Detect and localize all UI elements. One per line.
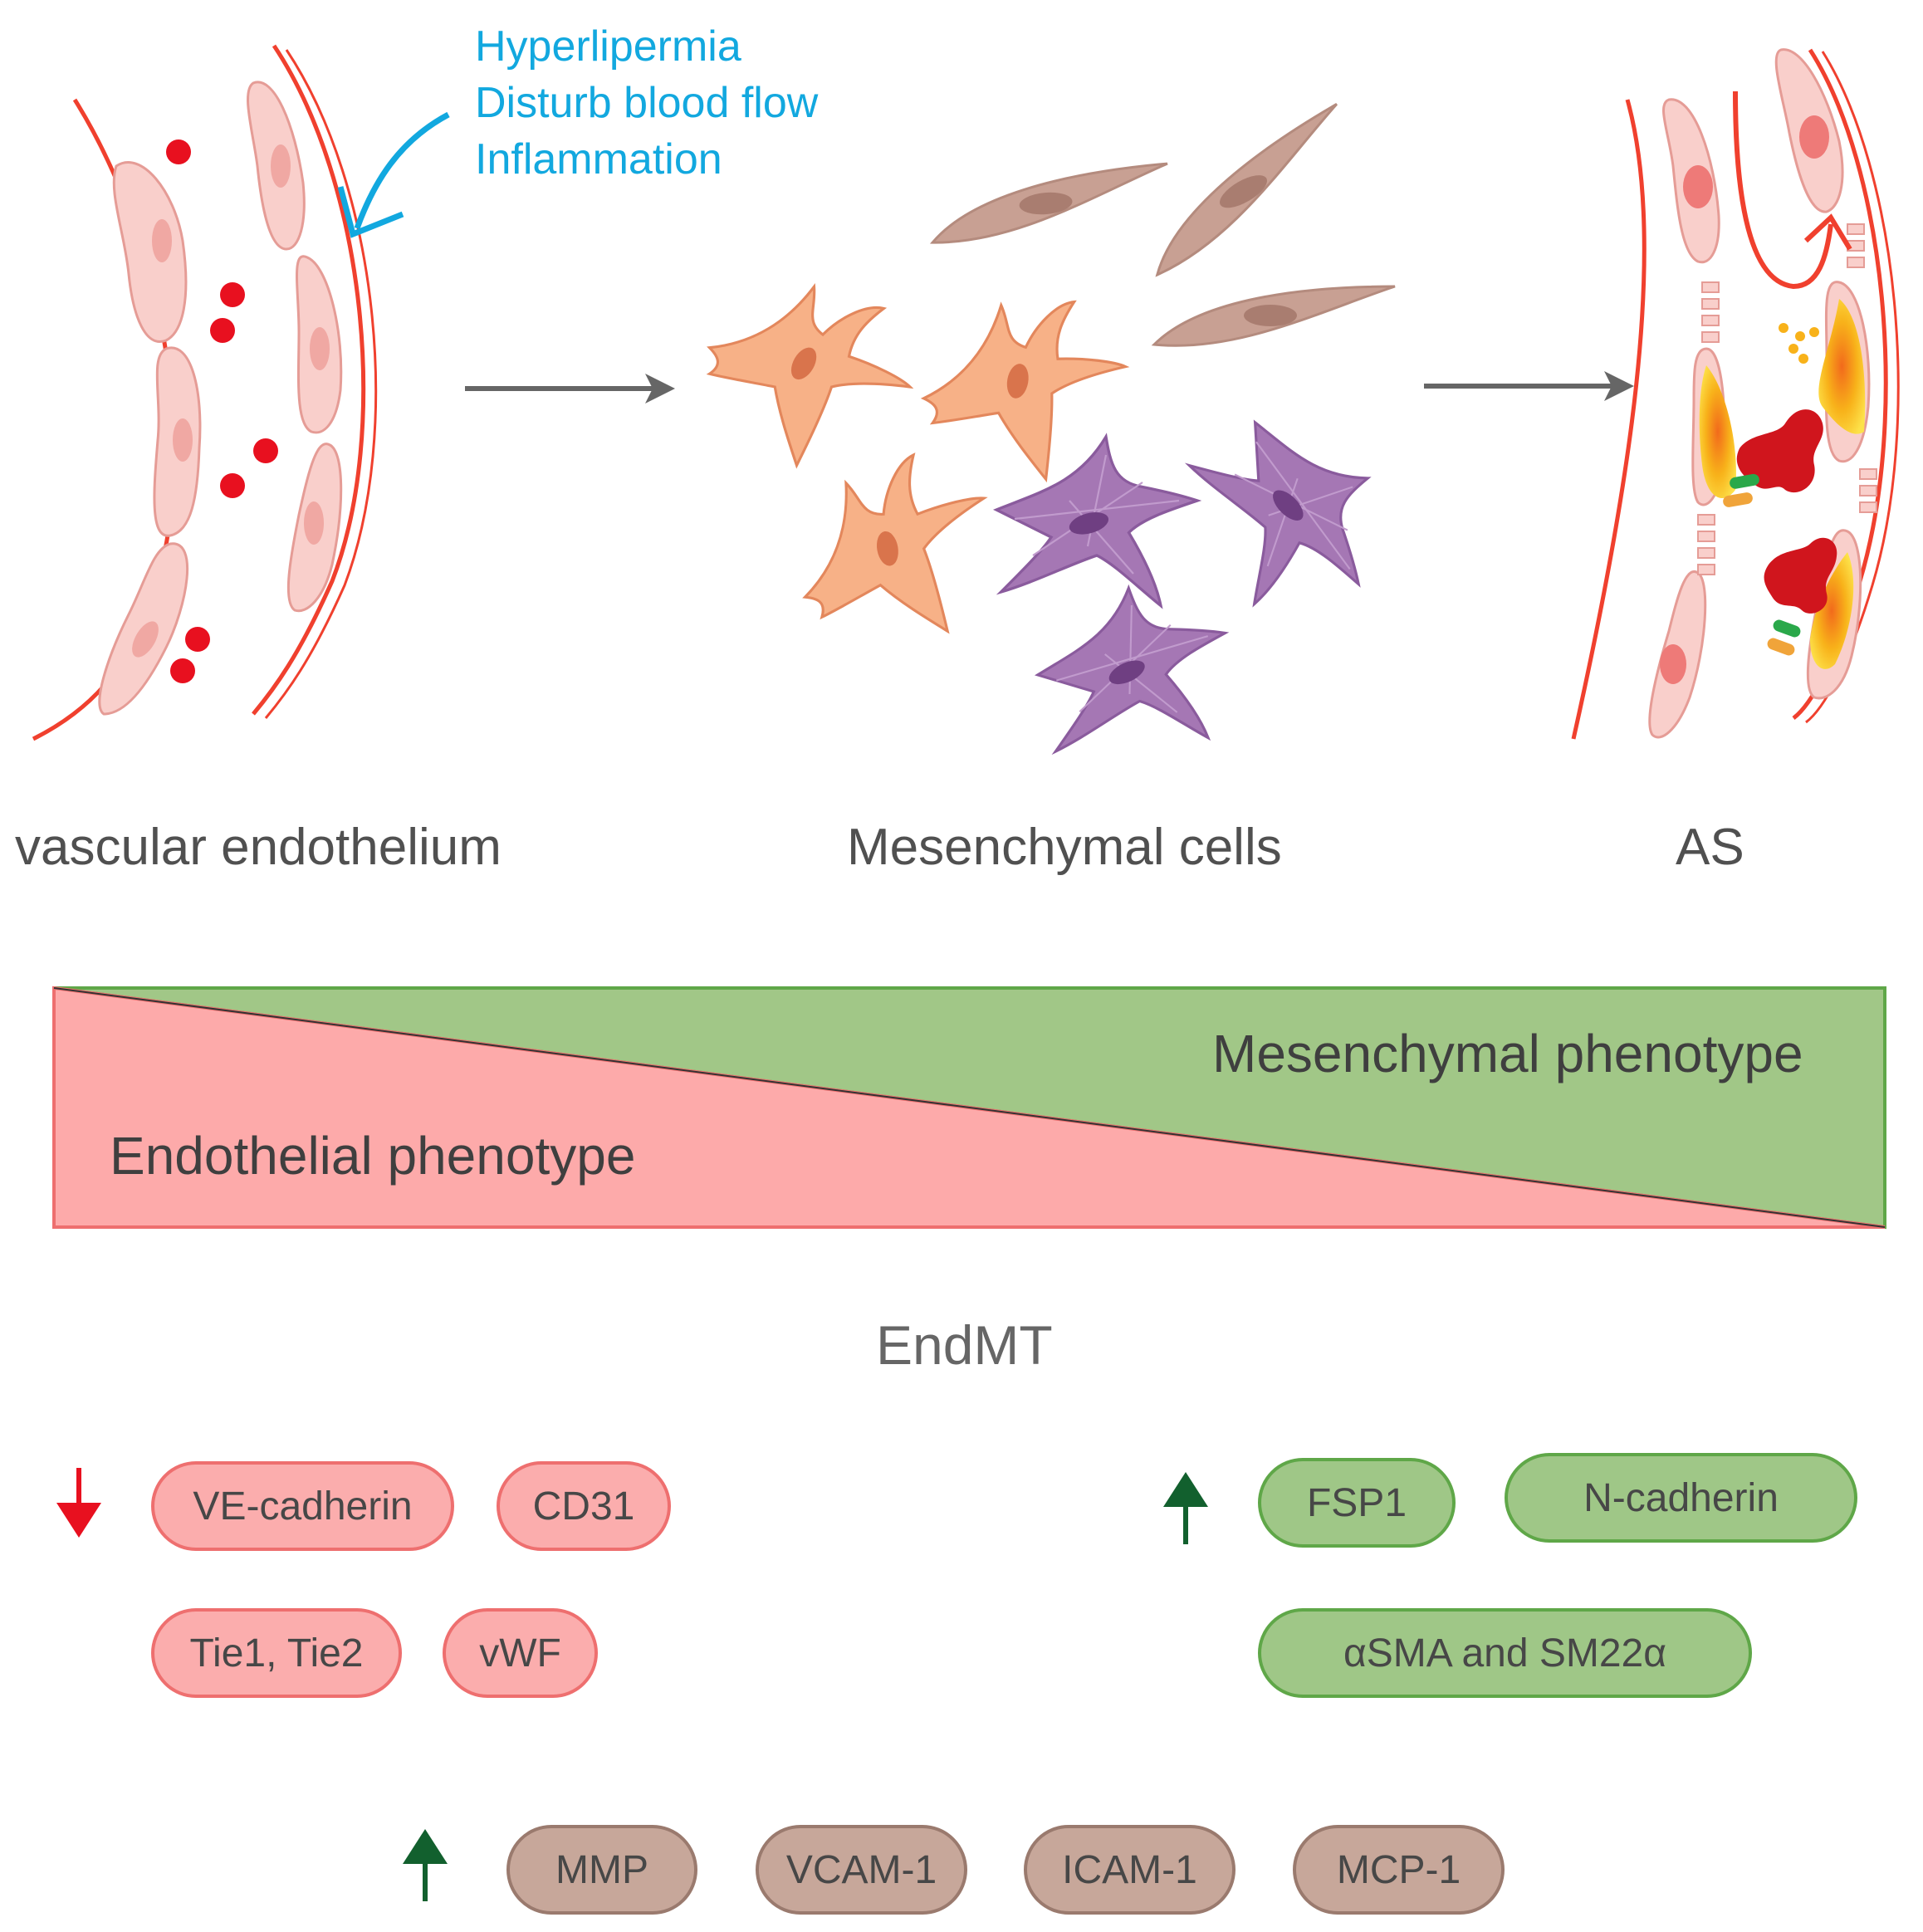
trigger-disturb-blood-flow: Disturb blood flow: [475, 79, 819, 127]
marker-asma-sm22a: αSMA and SM22α: [1258, 1608, 1752, 1698]
marker-mmp: MMP: [506, 1825, 697, 1915]
marker-vwf: vWF: [443, 1608, 598, 1698]
trigger-hyperlipermia: Hyperlipermia: [475, 22, 741, 71]
vessel-left: [32, 44, 450, 741]
trigger-arrow: [354, 111, 450, 230]
endothelial-cells-left: [98, 81, 343, 716]
cell-nuclei-right: [1660, 115, 1829, 684]
marker-vcam-1: VCAM-1: [756, 1825, 967, 1915]
receptor-markers: [1723, 473, 1801, 656]
stage-label-vascular-endothelium: vascular endothelium: [15, 819, 502, 876]
marker-icam-1: ICAM-1: [1024, 1825, 1236, 1915]
trigger-arrowhead: [337, 186, 404, 238]
plaque-1: [1699, 365, 1736, 498]
transmigration-arrowhead: [1803, 213, 1852, 251]
stage-label-as: AS: [1676, 819, 1744, 876]
decrease-arrow: [56, 1468, 101, 1538]
blood-cells: [166, 139, 278, 683]
increase-arrow-green: [1163, 1472, 1208, 1544]
cell-nuclei-left: [132, 144, 330, 658]
phenotype-bar: [52, 986, 1886, 1230]
plaque-3: [1810, 552, 1854, 669]
macrophages: [1736, 409, 1837, 614]
marker-n-cadherin: N-cadherin: [1505, 1453, 1857, 1543]
mesenchymal-phenotype-label: Mesenchymal phenotype: [1212, 1024, 1803, 1083]
increase-arrow-inflammatory: [403, 1829, 448, 1901]
lipid-droplets: [1779, 323, 1819, 364]
trigger-inflammation: Inflammation: [475, 135, 722, 183]
mesenchymal-cells: [707, 102, 1413, 767]
endmt-label: EndMT: [876, 1314, 1053, 1376]
junction-gaps: [1697, 223, 1877, 575]
marker-mcp-1: MCP-1: [1293, 1825, 1505, 1915]
stage-label-mesenchymal-cells: Mesenchymal cells: [847, 819, 1282, 876]
endothelial-phenotype-label: Endothelial phenotype: [110, 1126, 636, 1186]
marker-fsp1: FSP1: [1258, 1458, 1456, 1548]
transmigration-arrow: [1733, 90, 1833, 290]
plaque-2: [1818, 299, 1866, 434]
marker-tie1-tie2: Tie1, Tie2: [151, 1608, 402, 1698]
vessel-right: [1571, 48, 1900, 740]
marker-ve-cadherin: VE-cadherin: [151, 1461, 454, 1551]
marker-cd31: CD31: [497, 1461, 671, 1551]
